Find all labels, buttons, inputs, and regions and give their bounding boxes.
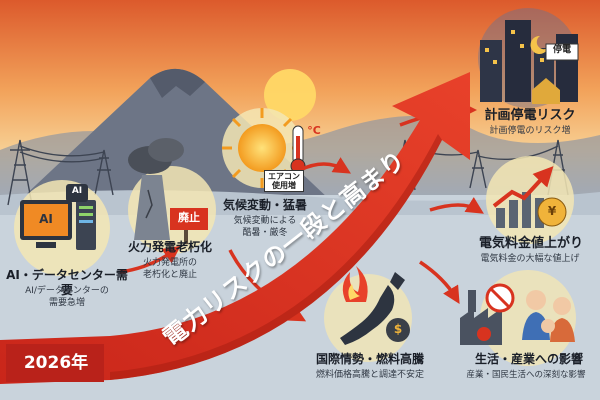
price-title: 電気料金値上がり xyxy=(478,236,583,251)
fuel-coin-label: $ xyxy=(393,322,403,336)
life-desc: 産業・国民生活への深刻な影響 xyxy=(466,370,586,380)
aircon-tag-line2: 使用増 xyxy=(272,181,296,191)
thermal-plant-illustration xyxy=(128,138,216,254)
price-coin-label: ¥ xyxy=(547,204,557,218)
fuel-desc: 燃料価格高騰と調達不安定 xyxy=(315,370,424,380)
ai-datacenter-illustration xyxy=(14,180,110,276)
thermometer-unit: °C xyxy=(307,124,321,137)
aircon-tag-line1: エアコン xyxy=(268,172,300,181)
ai-desc-line1: AI/データセンターの xyxy=(25,286,109,296)
life-industry-illustration xyxy=(460,270,576,366)
life-title: 生活・産業への影響 xyxy=(474,352,583,366)
blackout-sign-label: 停電 xyxy=(552,45,571,55)
climate-desc-line1: 気候変動による xyxy=(233,216,297,226)
heat-illustration xyxy=(222,108,306,188)
thermal-desc-line1: 火力発電所の xyxy=(142,258,197,268)
year-badge-bg xyxy=(6,344,104,382)
price-desc: 電気料金の大幅な値上げ xyxy=(480,254,580,264)
year-label: 2026年 xyxy=(23,353,89,373)
climate-title: 気候変動・猛暑 xyxy=(222,198,307,212)
thermal-sign-label: 廃止 xyxy=(178,211,200,224)
ai-screen-label: AI xyxy=(39,212,53,226)
blackout-city-illustration xyxy=(478,8,579,108)
blackout-title: 計画停電リスク xyxy=(484,108,576,123)
fuel-title: 国際情勢・燃料高騰 xyxy=(315,352,424,366)
price-chart-illustration xyxy=(486,156,574,244)
thermal-title: 火力発電老朽化 xyxy=(127,240,212,254)
ai-badge-label: AI xyxy=(71,186,83,196)
fuel-illustration xyxy=(324,266,412,362)
aircon-tag: エアコン 使用増 xyxy=(264,170,304,193)
climate-desc-line2: 酷暑・厳冬 xyxy=(242,228,288,238)
ai-title: AI・データセンター需要 xyxy=(6,268,128,297)
setting-sun xyxy=(264,69,316,121)
blackout-desc: 計画停電のリスク増 xyxy=(489,126,571,136)
thermal-desc-line2: 老朽化と廃止 xyxy=(142,270,197,280)
ai-desc-line2: 需要急増 xyxy=(48,298,85,308)
